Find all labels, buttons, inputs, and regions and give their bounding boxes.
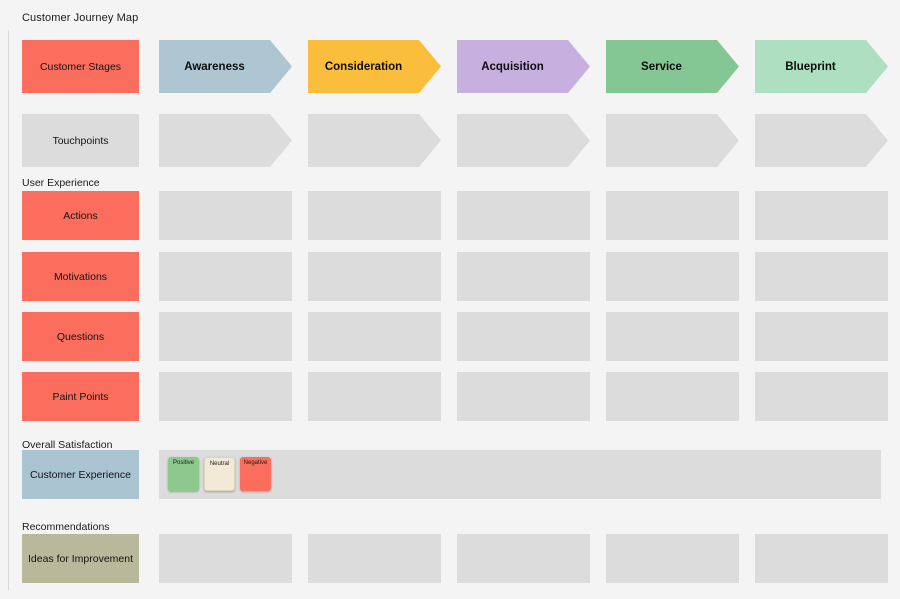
stage-header-service[interactable]: Service xyxy=(606,40,739,93)
journey-cell[interactable] xyxy=(308,534,441,583)
row-label-text: Touchpoints xyxy=(52,134,109,147)
section-label-recommendations: Recommendations xyxy=(22,521,110,533)
row-label-text: Questions xyxy=(56,330,105,343)
journey-cell[interactable] xyxy=(159,534,292,583)
stage-header-acquisition[interactable]: Acquisition xyxy=(457,40,590,93)
journey-cell[interactable] xyxy=(606,191,739,240)
board-left-border xyxy=(8,30,9,590)
sentiment-chip-label: Neutral xyxy=(209,461,230,467)
stage-header-label: Acquisition xyxy=(481,60,544,73)
row-label-text: Ideas for Improvement xyxy=(27,552,134,565)
journey-cell[interactable] xyxy=(606,372,739,421)
row-label-text: Motivations xyxy=(53,270,108,283)
row-label-text: Customer Experience xyxy=(30,468,131,481)
stage-header-blueprint[interactable]: Blueprint xyxy=(755,40,888,93)
sentiment-chip-neutral[interactable]: Neutral xyxy=(204,457,235,491)
journey-cell[interactable] xyxy=(308,191,441,240)
row-label-motivations[interactable]: Motivations xyxy=(22,252,139,301)
row-label-text: Actions xyxy=(63,209,98,222)
journey-cell[interactable] xyxy=(308,312,441,361)
journey-cell[interactable] xyxy=(755,372,888,421)
row-label-touchpoints[interactable]: Touchpoints xyxy=(22,114,139,167)
journey-cell[interactable] xyxy=(159,312,292,361)
sentiment-chip-negative[interactable]: Negative xyxy=(240,457,271,491)
sentiment-chip-positive[interactable]: Positive xyxy=(168,457,199,491)
journey-cell[interactable] xyxy=(159,191,292,240)
touchpoint-cell[interactable] xyxy=(457,114,590,167)
section-label-overall-satisfaction: Overall Satisfaction xyxy=(22,439,113,451)
journey-cell[interactable] xyxy=(457,252,590,301)
section-label-user-experience: User Experience xyxy=(22,177,100,189)
journey-cell[interactable] xyxy=(457,372,590,421)
journey-cell[interactable] xyxy=(159,252,292,301)
journey-cell[interactable] xyxy=(308,252,441,301)
touchpoint-cell[interactable] xyxy=(159,114,292,167)
stage-header-consideration[interactable]: Consideration xyxy=(308,40,441,93)
journey-cell[interactable] xyxy=(159,372,292,421)
board-title: Customer Journey Map xyxy=(22,12,139,24)
satisfaction-strip[interactable]: Positive Neutral Negative xyxy=(159,450,881,499)
row-label-actions[interactable]: Actions xyxy=(22,191,139,240)
journey-cell[interactable] xyxy=(755,312,888,361)
journey-cell[interactable] xyxy=(755,191,888,240)
row-label-questions[interactable]: Questions xyxy=(22,312,139,361)
stage-header-label: Awareness xyxy=(184,60,245,73)
journey-cell[interactable] xyxy=(457,534,590,583)
row-label-text: Customer Stages xyxy=(39,60,122,73)
journey-cell[interactable] xyxy=(606,534,739,583)
stage-header-label: Blueprint xyxy=(785,60,836,73)
journey-cell[interactable] xyxy=(457,191,590,240)
stage-header-label: Service xyxy=(641,60,682,73)
journey-cell[interactable] xyxy=(755,534,888,583)
row-label-customer-stages[interactable]: Customer Stages xyxy=(22,40,139,93)
journey-cell[interactable] xyxy=(308,372,441,421)
journey-cell[interactable] xyxy=(606,312,739,361)
touchpoint-cell[interactable] xyxy=(755,114,888,167)
sentiment-chip-label: Negative xyxy=(243,460,268,466)
touchpoint-cell[interactable] xyxy=(308,114,441,167)
sentiment-chip-label: Positive xyxy=(172,460,194,466)
journey-cell[interactable] xyxy=(606,252,739,301)
stage-header-label: Consideration xyxy=(324,60,403,73)
row-label-ideas-for-improvement[interactable]: Ideas for Improvement xyxy=(22,534,139,583)
stage-header-awareness[interactable]: Awareness xyxy=(159,40,292,93)
row-label-customer-experience[interactable]: Customer Experience xyxy=(22,450,139,499)
row-label-text: Paint Points xyxy=(52,390,109,403)
journey-cell[interactable] xyxy=(755,252,888,301)
journey-cell[interactable] xyxy=(457,312,590,361)
touchpoint-cell[interactable] xyxy=(606,114,739,167)
row-label-paint-points[interactable]: Paint Points xyxy=(22,372,139,421)
